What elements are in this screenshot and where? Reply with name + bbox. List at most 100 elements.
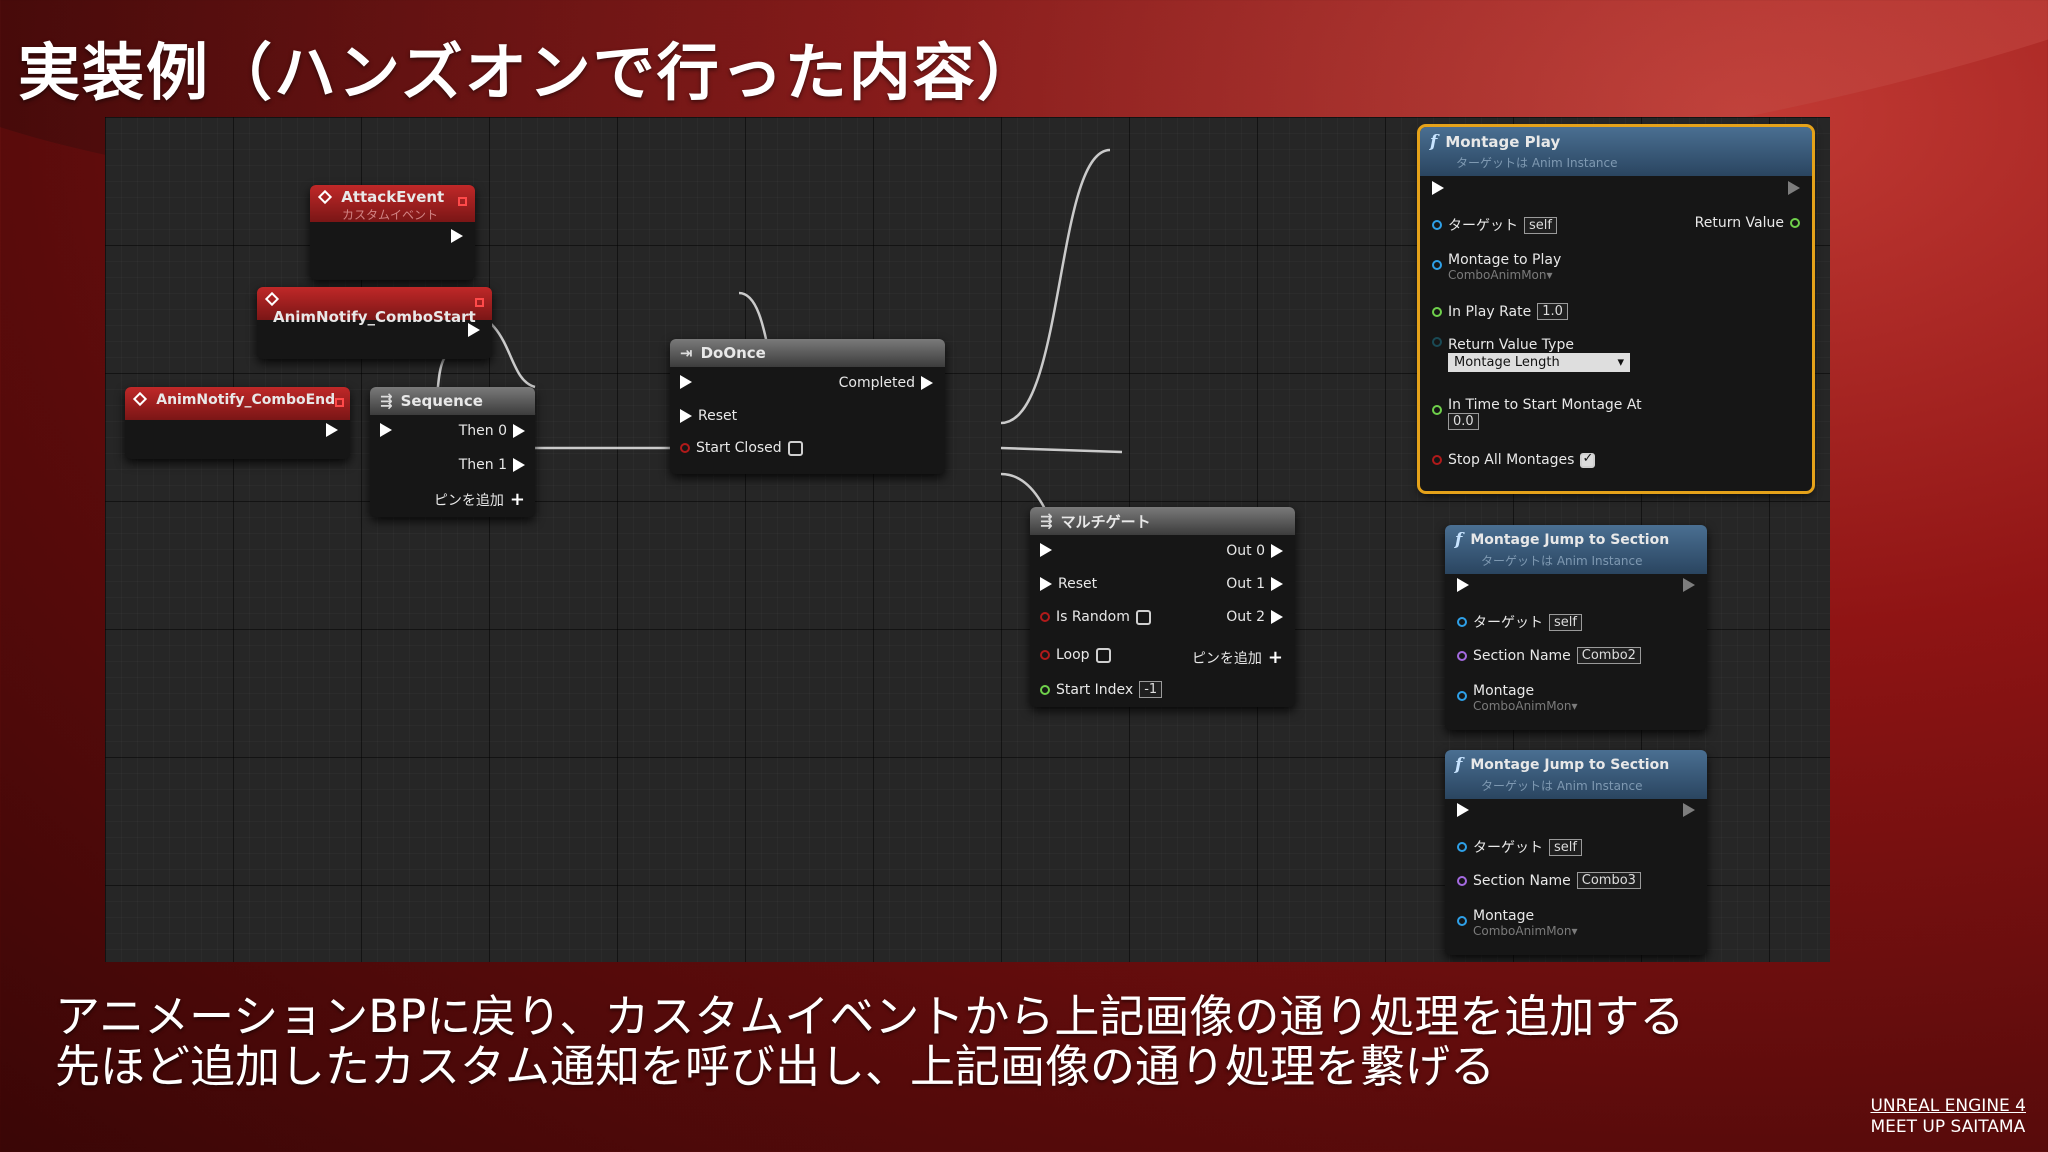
reset-label: Reset <box>698 408 738 424</box>
is-random-pin[interactable] <box>1040 612 1050 622</box>
exec-out-pin[interactable] <box>451 229 463 243</box>
add-pin-button[interactable]: ピンを追加+ <box>1192 647 1283 668</box>
reset-pin[interactable] <box>680 409 692 423</box>
montage-pin[interactable] <box>1457 691 1467 701</box>
then1-label: Then 1 <box>458 457 507 473</box>
exec-out-pin[interactable] <box>1683 803 1695 817</box>
target-label: ターゲット <box>1473 615 1543 631</box>
out0-pin[interactable] <box>1271 544 1283 558</box>
exec-in-pin[interactable] <box>1457 578 1469 592</box>
target-input[interactable]: self <box>1549 613 1582 631</box>
node-multigate[interactable]: ⇶ マルチゲート Out 0 Reset Out 1 Is Random Out… <box>1030 507 1295 707</box>
loop-pin[interactable] <box>1040 650 1050 660</box>
section-name-pin[interactable] <box>1457 875 1467 886</box>
target-label: ターゲット <box>1448 218 1518 234</box>
montage-select[interactable]: ComboAnimMon▾ <box>1473 699 1578 713</box>
then1-pin[interactable] <box>513 458 525 472</box>
is-random-checkbox[interactable] <box>1135 609 1151 625</box>
play-rate-pin[interactable] <box>1432 306 1442 317</box>
montage-select[interactable]: ComboAnimMon▾ <box>1473 924 1578 938</box>
node-header: ⇶ マルチゲート <box>1030 507 1295 535</box>
node-title: Montage Jump to Section <box>1470 532 1670 548</box>
brand-line-1: UNREAL ENGINE 4 <box>1870 1096 2026 1116</box>
delegate-pin[interactable] <box>458 197 467 206</box>
add-pin-button[interactable]: ピンを追加+ <box>434 489 525 510</box>
exec-in-pin[interactable] <box>380 423 392 437</box>
node-title: AttackEvent <box>341 188 445 206</box>
event-icon <box>264 291 280 307</box>
time-to-start-pin[interactable] <box>1432 405 1442 415</box>
exec-out-pin[interactable] <box>1788 181 1800 195</box>
return-value-label: Return Value <box>1694 215 1784 231</box>
target-pin[interactable] <box>1457 617 1467 627</box>
delegate-pin[interactable] <box>335 398 344 407</box>
exec-out-pin[interactable] <box>326 423 338 437</box>
wire-out1-to-jump1 <box>1000 446 1123 454</box>
section-name-pin[interactable] <box>1457 650 1467 661</box>
doonce-icon: ⇥ <box>680 344 693 362</box>
event-icon <box>317 189 333 205</box>
start-index-input[interactable]: -1 <box>1139 681 1163 698</box>
node-header: AttackEvent カスタムイベント <box>310 185 475 222</box>
start-closed-checkbox[interactable] <box>787 440 803 456</box>
out2-pin[interactable] <box>1271 610 1283 624</box>
function-icon: f <box>1455 530 1463 550</box>
event-icon <box>132 391 148 407</box>
target-input[interactable]: self <box>1524 216 1557 234</box>
target-label: ターゲット <box>1473 840 1543 856</box>
exec-in-pin[interactable] <box>680 375 692 389</box>
montage-pin[interactable] <box>1457 916 1467 926</box>
exec-out-pin[interactable] <box>468 323 480 337</box>
plus-icon: + <box>1267 647 1283 668</box>
montage-to-play-pin[interactable] <box>1432 260 1442 270</box>
montage-to-play-select[interactable]: ComboAnimMon▾ <box>1448 268 1553 282</box>
return-value-type-pin[interactable] <box>1432 337 1442 347</box>
node-attack-event[interactable]: AttackEvent カスタムイベント <box>310 185 475 280</box>
brand-line-2: MEET UP SAITAMA <box>1870 1117 2026 1137</box>
start-closed-label: Start Closed <box>696 440 782 456</box>
exec-in-pin[interactable] <box>1040 543 1052 557</box>
return-value-type-dropdown[interactable]: Montage Length▾ <box>1448 353 1630 372</box>
completed-pin[interactable] <box>921 376 933 390</box>
out1-pin[interactable] <box>1271 577 1283 591</box>
exec-in-pin[interactable] <box>1457 803 1469 817</box>
target-pin[interactable] <box>1457 842 1467 852</box>
stop-all-pin[interactable] <box>1432 455 1442 465</box>
node-subtitle: カスタムイベント <box>342 208 439 222</box>
section-name-input[interactable]: Combo2 <box>1576 647 1641 664</box>
then0-pin[interactable] <box>513 424 525 438</box>
return-value-pin[interactable] <box>1790 218 1800 228</box>
play-rate-input[interactable]: 1.0 <box>1537 303 1568 320</box>
out1-label: Out 1 <box>1226 576 1265 592</box>
node-sequence[interactable]: ⇶ Sequence Then 0 Then 1 ピンを追加+ <box>370 387 535 517</box>
multigate-icon: ⇶ <box>1040 512 1053 530</box>
node-subtitle: ターゲットは Anim Instance <box>1456 156 1618 170</box>
node-animnotify-comboend[interactable]: AnimNotify_ComboEnd <box>125 387 350 459</box>
out0-label: Out 0 <box>1226 543 1265 559</box>
target-pin[interactable] <box>1432 220 1442 230</box>
brand-logo: UNREAL ENGINE 4 MEET UP SAITAMA <box>1870 1096 2026 1138</box>
node-title: Montage Play <box>1445 133 1561 151</box>
time-to-start-input[interactable]: 0.0 <box>1448 413 1479 430</box>
is-random-label: Is Random <box>1056 609 1130 625</box>
delegate-pin[interactable] <box>475 298 484 307</box>
reset-pin[interactable] <box>1040 577 1052 591</box>
node-animnotify-combostart[interactable]: AnimNotify_ComboStart <box>257 287 492 359</box>
node-subtitle: ターゲットは Anim Instance <box>1481 779 1643 793</box>
node-doonce[interactable]: ⇥ DoOnce Completed Reset Start Closed <box>670 339 945 474</box>
target-input[interactable]: self <box>1549 838 1582 856</box>
start-closed-pin[interactable] <box>680 443 690 453</box>
section-name-input[interactable]: Combo3 <box>1576 872 1641 889</box>
loop-checkbox[interactable] <box>1095 647 1111 663</box>
wire-out0-to-montageplay <box>1000 148 1111 425</box>
node-title: AnimNotify_ComboStart <box>273 308 476 326</box>
loop-label: Loop <box>1056 647 1090 663</box>
exec-out-pin[interactable] <box>1683 578 1695 592</box>
stop-all-checkbox[interactable] <box>1580 451 1596 468</box>
start-index-pin[interactable] <box>1040 684 1050 695</box>
exec-in-pin[interactable] <box>1432 181 1444 195</box>
